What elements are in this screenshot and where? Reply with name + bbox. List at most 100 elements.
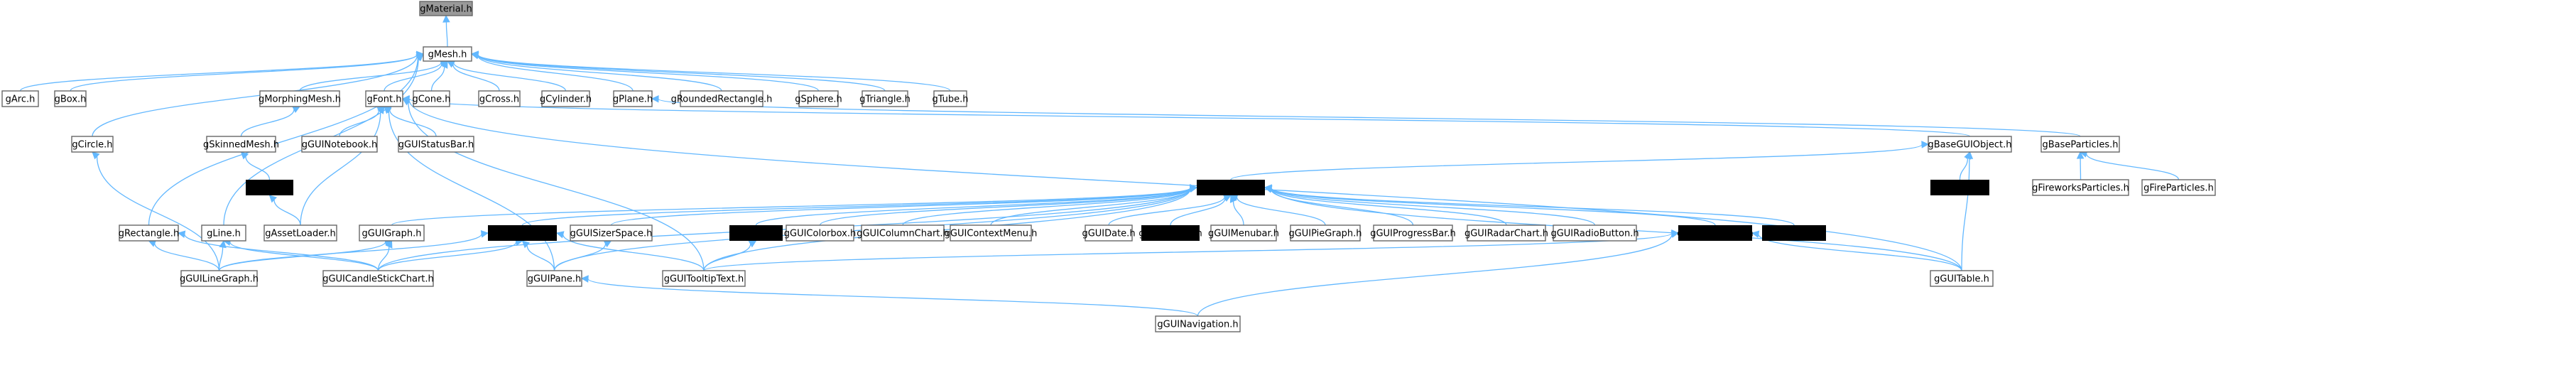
node-label: gGUIControl.h <box>1198 183 1263 194</box>
edge-gTube-to-gMesh <box>477 54 951 92</box>
node-gGUIProgressBar[interactable]: gGUIProgressBar.h <box>1370 224 1456 242</box>
node-gMesh[interactable]: gMesh.h <box>423 46 472 62</box>
node-gGUITooltipText[interactable]: gGUITooltipText.h <box>662 270 746 287</box>
node-gGUIGraph[interactable]: gGUIGraph.h <box>359 224 425 242</box>
edge-gGUIControl-to-gBaseGUIObject <box>1230 143 1923 180</box>
node-box <box>1290 224 1361 242</box>
node-gPlane[interactable]: gPlane.h <box>613 90 653 107</box>
node-box <box>2032 179 2129 196</box>
node-gCone[interactable]: gCone.h <box>413 90 451 107</box>
node-gFireworksParticles[interactable]: gFireworksParticles.h <box>2032 179 2129 196</box>
node-box <box>301 136 378 153</box>
node-gBox[interactable]: gBox.h <box>54 90 87 107</box>
edge-gGUINotebook-to-gFont <box>339 109 380 137</box>
node-gBaseParticles[interactable]: gBaseParticles.h <box>2040 136 2120 153</box>
node-label: gGUILineGraph.h <box>180 274 259 285</box>
node-gGUINavigation[interactable]: gGUINavigation.h <box>1155 315 1241 332</box>
node-gGUILineGraph[interactable]: gGUILineGraph.h <box>180 270 259 287</box>
node-label: gGUITooltipText.h <box>664 274 744 285</box>
node-label: gRectangle.h <box>119 229 179 239</box>
arrowhead-icon <box>415 53 424 62</box>
edge-gGUIButton-to-gGUIControl <box>521 187 1191 226</box>
edge-gGUICandleStickChart-to-gRectangle <box>184 234 379 271</box>
edge-gGUICandleStickChart-to-gLine <box>229 242 379 271</box>
node-gTriangle[interactable]: gTriangle.h <box>859 90 911 107</box>
node-gRoundedRectangle[interactable]: gRoundedRectangle.h <box>671 90 773 107</box>
node-gCircle[interactable]: gCircle.h <box>71 136 114 153</box>
node-gArc[interactable]: gArc.h <box>1 90 39 107</box>
node-gSphere[interactable]: gSphere.h <box>795 90 842 107</box>
edge-gGUITooltipText-to-gGUIButton <box>563 234 705 271</box>
node-box <box>950 224 1032 242</box>
node-gBaseGUIObject[interactable]: gBaseGUIObject.h <box>1928 136 2012 153</box>
arrowhead-icon <box>521 240 531 249</box>
node-gGUIForm[interactable]: gGUIForm.h <box>1930 180 1989 195</box>
node-gFireParticles[interactable]: gFireParticles.h <box>2141 179 2216 196</box>
arrowhead-icon <box>240 151 249 160</box>
node-box <box>786 224 854 242</box>
node-gCylinder[interactable]: gCylinder.h <box>540 90 592 107</box>
node-gGUINotebook[interactable]: gGUINotebook.h <box>301 136 378 153</box>
node-gGUIDate[interactable]: gGUIDate.h <box>1082 224 1136 242</box>
node-gGUIControl[interactable]: gGUIControl.h <box>1197 180 1265 195</box>
node-gGUIColorbox[interactable]: gGUIColorbox.h <box>784 224 857 242</box>
node-gGUIContextMenu[interactable]: gGUIContextMenu.h <box>945 224 1038 242</box>
node-gCross[interactable]: gCross.h <box>478 90 521 107</box>
node-box <box>1467 224 1546 242</box>
arrowhead-icon <box>385 239 393 249</box>
arrowhead-icon <box>1751 230 1760 238</box>
node-gLine[interactable]: gLine.h <box>201 224 246 242</box>
edge-gGUIRadarChart-to-gGUIControl <box>1271 188 1507 226</box>
node-box <box>1678 225 1752 241</box>
node-label: gLine.h <box>207 229 241 239</box>
node-gFont[interactable]: gFont.h <box>365 90 403 107</box>
node-gMorphingMesh[interactable]: gMorphingMesh.h <box>259 90 341 107</box>
node-label: gFireworksParticles.h <box>2032 183 2129 194</box>
edge-gGUIColorbox-to-gGUIControl <box>819 188 1191 226</box>
edge-gGUIForm-to-gBaseGUIObject <box>1959 158 1969 180</box>
edge-gGUIDate-to-gGUIControl <box>1108 196 1225 226</box>
node-gGUIDivider[interactable]: gGUIDivider.h <box>1138 225 1202 241</box>
node-gGUIScrollable[interactable]: gGUIScrollable.h <box>1677 225 1754 241</box>
arrowhead-icon <box>748 240 757 248</box>
node-box <box>1373 224 1453 242</box>
node-gGUIMenubar[interactable]: gGUIMenubar.h <box>1208 224 1279 242</box>
node-gRectangle[interactable]: gRectangle.h <box>119 224 179 242</box>
node-gGUIPieGraph[interactable]: gGUIPieGraph.h <box>1288 224 1362 242</box>
node-gGUIPane[interactable]: gGUIPane.h <box>526 270 582 287</box>
node-gTube[interactable]: gTube.h <box>932 90 969 107</box>
node-label: gGUISizerSpace.h <box>570 229 653 239</box>
node-gModel[interactable]: gModel.h <box>246 180 293 195</box>
node-label: gGUIMenubar.h <box>1208 229 1279 239</box>
node-gGUIRadarChart[interactable]: gGUIRadarChart.h <box>1464 224 1548 242</box>
node-gGUIBitmap[interactable]: gGUIBitmap.h <box>1762 225 1827 241</box>
node-gGUITable[interactable]: gGUITable.h <box>1930 270 1994 287</box>
edge-gAssetLoader-to-gModel <box>273 200 301 226</box>
node-gGUICandleStickChart[interactable]: gGUICandleStickChart.h <box>322 270 434 287</box>
node-box <box>413 90 450 107</box>
node-box <box>423 46 472 62</box>
node-gSkinnedMesh[interactable]: gSkinnedMesh.h <box>203 136 279 153</box>
arrowhead-icon <box>384 106 392 114</box>
arrowhead-icon <box>177 230 186 238</box>
node-box <box>1553 224 1637 242</box>
node-label: gGUINotebook.h <box>302 140 378 151</box>
node-gGUIStatusBar[interactable]: gGUIStatusBar.h <box>398 136 474 153</box>
node-label: gArc.h <box>6 94 36 105</box>
edge-gCross-to-gMesh <box>452 64 500 92</box>
node-gGUIButton[interactable]: gGUIButton.h <box>488 225 557 241</box>
arrowhead-icon <box>92 151 100 160</box>
node-gGUIRadioButton[interactable]: gGUIRadioButton.h <box>1550 224 1639 242</box>
node-gGUIColumnChart[interactable]: gGUIColumnChart.h <box>857 224 949 242</box>
edge-gRectangle-to-gMesh <box>148 57 419 226</box>
node-label: gRoundedRectangle.h <box>671 94 773 105</box>
node-label: gSphere.h <box>795 94 842 105</box>
node-gAssetLoader[interactable]: gAssetLoader.h <box>263 224 337 242</box>
node-gGUISizer[interactable]: gGUISizer.h <box>729 225 783 241</box>
node-box <box>419 1 473 16</box>
edge-gRoundedRectangle-to-gMesh <box>477 55 722 92</box>
edge-gGUITable-to-gBaseGUIObject <box>1961 158 1970 271</box>
node-label: gTriangle.h <box>859 94 911 105</box>
node-gGUISizerSpace[interactable]: gGUISizerSpace.h <box>570 224 653 242</box>
